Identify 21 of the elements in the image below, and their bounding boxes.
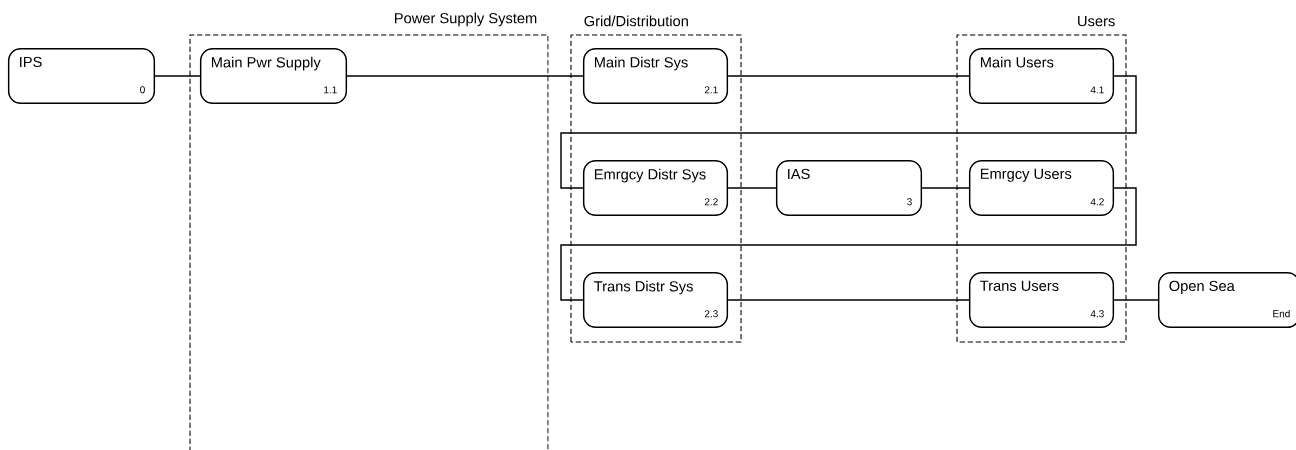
process-box: Emrgcy Users 4.2 (968, 159, 1115, 217)
connector-line (346, 75, 584, 77)
connector-line (727, 75, 970, 77)
process-box: Open Sea End (1157, 271, 1296, 329)
process-box: Emrgcy Distr Sys 2.2 (582, 159, 729, 217)
connector-line (560, 187, 1137, 301)
process-box: IAS 3 (775, 159, 923, 217)
process-box: IPS 0 (7, 47, 156, 105)
process-box: Trans Distr Sys 2.3 (582, 271, 729, 329)
connector-line (727, 299, 970, 301)
process-box: Main Pwr Supply 1.1 (199, 47, 348, 105)
connector-line (727, 187, 777, 189)
connector-line (154, 75, 201, 77)
node-label: Users (1078, 16, 1115, 27)
process-box: Trans Users 4.3 (968, 271, 1115, 329)
node-label: Grid/Distribution (584, 15, 688, 27)
process-box: Main Users 4.1 (968, 47, 1115, 105)
connector-line (1113, 299, 1159, 301)
connector-line (560, 75, 1137, 189)
process-box: Main Distr Sys 2.1 (582, 47, 729, 105)
connector-line (921, 187, 970, 189)
